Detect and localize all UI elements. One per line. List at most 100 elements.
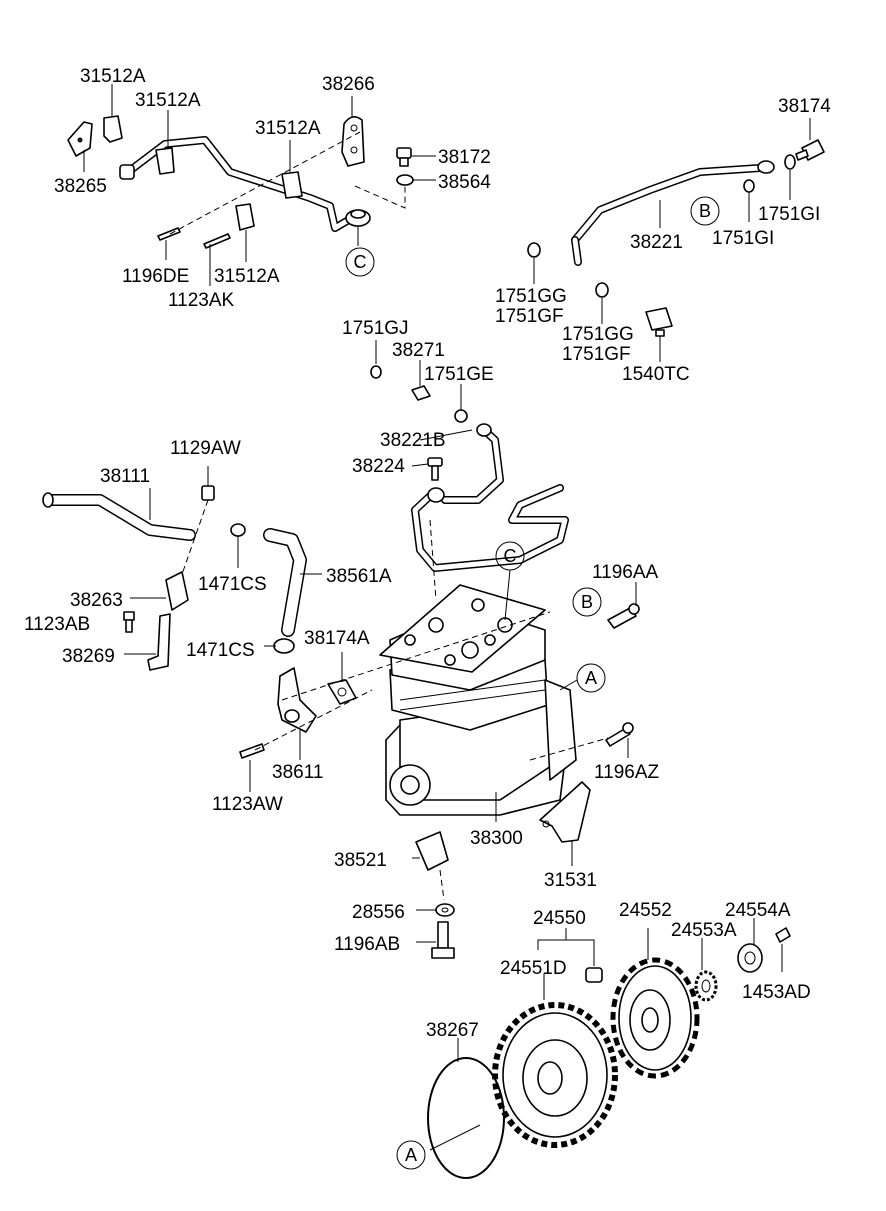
oil-pipe-assembly-top-left	[119, 136, 371, 232]
nut-24554a	[737, 943, 763, 973]
o-ring-38267	[427, 1057, 505, 1179]
clamp-31512a-1	[103, 115, 123, 143]
fitting-38271	[411, 385, 431, 401]
label-1453ad: 1453AD	[742, 982, 811, 1003]
ref-marker-b-engine: B	[572, 587, 602, 617]
label-38221: 38221	[630, 232, 683, 253]
washer-1751gi-1	[784, 154, 796, 170]
label-38265: 38265	[54, 176, 107, 197]
label-31531: 31531	[544, 870, 597, 891]
svg-text:B: B	[699, 201, 711, 221]
label-38221b: 38221B	[380, 430, 446, 451]
label-38224: 38224	[352, 456, 405, 477]
label-38611: 38611	[272, 762, 323, 783]
hose-38111	[42, 492, 196, 541]
bracket-38269	[147, 613, 171, 671]
label-24554a: 24554A	[725, 900, 791, 921]
ref-marker-b-left: B	[690, 196, 720, 226]
washer-1751gi-2	[743, 179, 755, 193]
part-number-labels: 31512A 31512A 38266 31512A 38172 38564 3…	[24, 66, 831, 1041]
leader-lines	[83, 84, 637, 943]
bolt-38174	[795, 139, 825, 161]
bolt-38172	[396, 147, 412, 167]
label-31512a-4: 31512A	[214, 266, 280, 287]
fitting-1751gj	[370, 365, 382, 379]
label-24551d: 24551D	[500, 958, 567, 979]
label-1129aw: 1129AW	[170, 438, 241, 459]
key-1453ad	[775, 927, 791, 943]
label-38267: 38267	[426, 1020, 479, 1041]
bolt-38224	[427, 457, 443, 481]
gear-24552	[610, 957, 700, 1079]
elbow-38611	[277, 667, 317, 733]
label-1123aw: 1123AW	[212, 794, 283, 815]
bolt-1123ab	[123, 611, 135, 633]
bolt-1196az	[605, 722, 634, 747]
label-38521: 38521	[334, 850, 387, 871]
bolt-1123aw	[239, 743, 265, 759]
washer-1751ge	[454, 409, 468, 423]
pipe-38221	[571, 160, 775, 266]
label-31512a-2: 31512A	[135, 90, 201, 111]
label-38174a: 38174A	[304, 628, 370, 649]
label-24553a: 24553A	[671, 920, 737, 941]
label-1123ab: 1123AB	[24, 614, 90, 635]
washer-1751gg-1	[527, 242, 541, 258]
washer-38564	[396, 174, 414, 186]
label-1751gf-2: 1751GF	[562, 344, 631, 365]
label-31512a-1: 31512A	[80, 66, 146, 87]
label-38564: 38564	[438, 172, 491, 193]
bolt-1540tc	[645, 307, 673, 337]
label-38269: 38269	[62, 646, 115, 667]
label-1123ak: 1123AK	[168, 290, 235, 311]
ref-marker-a-bottom: A	[396, 1140, 426, 1170]
label-1196de: 1196DE	[122, 266, 189, 287]
bolt-1196de	[157, 227, 181, 241]
label-1196ab: 1196AB	[334, 934, 400, 955]
clamp-bracket-38265	[67, 121, 93, 157]
svg-text:A: A	[585, 668, 597, 688]
bracket-38266	[341, 116, 365, 167]
label-38300: 38300	[470, 828, 523, 849]
label-1751gf-1: 1751GF	[495, 306, 564, 327]
label-1751gi-2: 1751GI	[712, 228, 774, 249]
label-38172: 38172	[438, 147, 491, 168]
bolt-1123ak	[203, 233, 231, 249]
label-1751gg-1: 1751GG	[495, 286, 567, 307]
bolt-1196ab	[431, 921, 455, 959]
label-1540tc: 1540TC	[622, 364, 690, 385]
label-31512a-3: 31512A	[255, 118, 321, 139]
svg-text:A: A	[405, 1145, 417, 1165]
hose-38561a	[263, 528, 307, 637]
label-1196az: 1196AZ	[594, 762, 660, 783]
label-38271: 38271	[392, 340, 445, 361]
lock-washer-24553a	[694, 970, 718, 1002]
label-38561a: 38561A	[326, 566, 392, 587]
svg-text:C: C	[354, 252, 367, 272]
clamp-1471cs-2	[273, 638, 295, 654]
ref-marker-a-engine: A	[576, 663, 606, 693]
label-1471cs-2: 1471CS	[186, 640, 255, 661]
bolt-1129aw	[201, 485, 215, 501]
bolt-1196aa	[607, 603, 640, 629]
label-1196aa: 1196AA	[592, 562, 659, 583]
label-1751gg-2: 1751GG	[562, 324, 634, 345]
label-1471cs-1: 1471CS	[198, 574, 267, 595]
bushing-24550	[585, 967, 603, 983]
bracket-38263	[165, 571, 189, 611]
bracket-31531	[539, 781, 591, 843]
clamp-1471cs-1	[230, 523, 246, 537]
washer-28556	[435, 903, 455, 917]
label-24550: 24550	[533, 908, 586, 929]
pipe-38221b	[411, 423, 569, 572]
label-38174: 38174	[778, 96, 831, 117]
label-38111: 38111	[100, 466, 150, 487]
svg-text:B: B	[581, 592, 593, 612]
label-24552: 24552	[619, 900, 672, 921]
gear-24551d	[492, 1002, 618, 1148]
label-1751gi-1: 1751GI	[758, 204, 820, 225]
clamp-31512a-3	[281, 171, 303, 199]
label-38263: 38263	[70, 590, 123, 611]
clamp-31512a-4	[235, 203, 255, 231]
